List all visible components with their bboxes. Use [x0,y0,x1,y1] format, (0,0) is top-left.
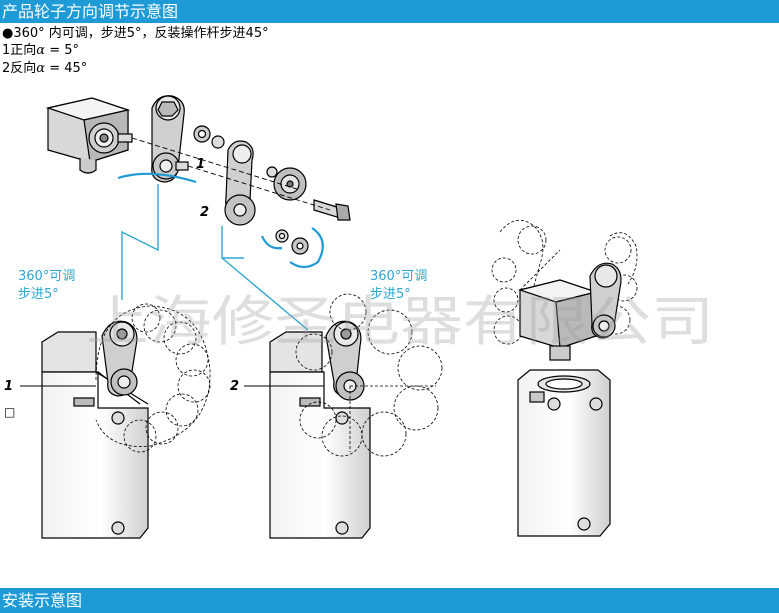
note-forward: 1正向α = 5° [2,43,79,59]
alpha-symbol: α [36,61,46,76]
note-reverse-label: 2反向 [2,61,37,76]
note-forward-value: = 5° [45,43,79,58]
callout-2-top: 2 [200,205,209,220]
adjust-label-2: 360°可调 [370,269,427,284]
assembly-axis [131,137,331,211]
alpha-symbol: α [36,43,46,58]
footer-title: 安装示意图 [2,591,83,610]
rotation-arrows [117,172,324,269]
watermark: 上海修圣电器有限公司 [86,290,714,353]
exploded-view [45,95,351,255]
small-box-mark: □ [4,405,15,419]
switch-body-2 [269,320,371,539]
note-reverse: 2反向α = 45° [2,61,87,77]
note-reverse-value: = 45° [45,61,88,76]
step-label-1: 步进5° [18,287,59,302]
callout-2-bottom: 2 [230,379,239,394]
header-bar: 产品轮子方向调节示意图 [0,0,779,23]
sweep-circles-2 [295,293,443,457]
note-forward-label: 1正向 [2,43,37,58]
switch-body-3 [517,262,622,537]
sweep-circles-1 [95,303,211,453]
step-label-2: 步进5° [370,287,411,302]
header-title: 产品轮子方向调节示意图 [2,2,179,21]
callout-1-top: 1 [196,157,205,172]
leader-lines [121,184,309,331]
note-adjustment: ●360° 内可调，步进5°，反装操作杆步进45° [2,26,269,41]
switch-body-1 [41,320,149,539]
adjust-label-1: 360°可调 [18,269,75,284]
footer-bar: 安装示意图 [0,588,779,613]
callout-1-bottom: 1 [4,379,13,394]
